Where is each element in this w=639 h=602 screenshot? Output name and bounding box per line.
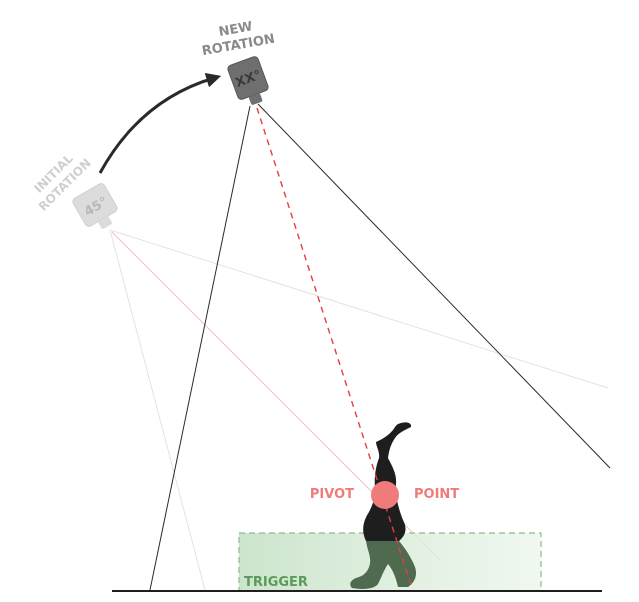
initial-camera-view-cone (109, 229, 609, 591)
new-rotation-line1: NEW (218, 19, 254, 40)
character-figure-in-trigger (350, 541, 417, 589)
new-camera-view-cone (149, 103, 611, 591)
initial-camera-icon: 45° (72, 183, 118, 229)
pivot-point (371, 481, 399, 509)
pivot-label: PIVOT (310, 487, 354, 502)
new-camera-icon: XX° (227, 56, 269, 105)
new-rotation-label: NEW ROTATION (201, 19, 276, 59)
rotation-arrow (98, 72, 222, 174)
point-label: POINT (414, 487, 459, 502)
trigger-label: TRIGGER (244, 575, 308, 590)
